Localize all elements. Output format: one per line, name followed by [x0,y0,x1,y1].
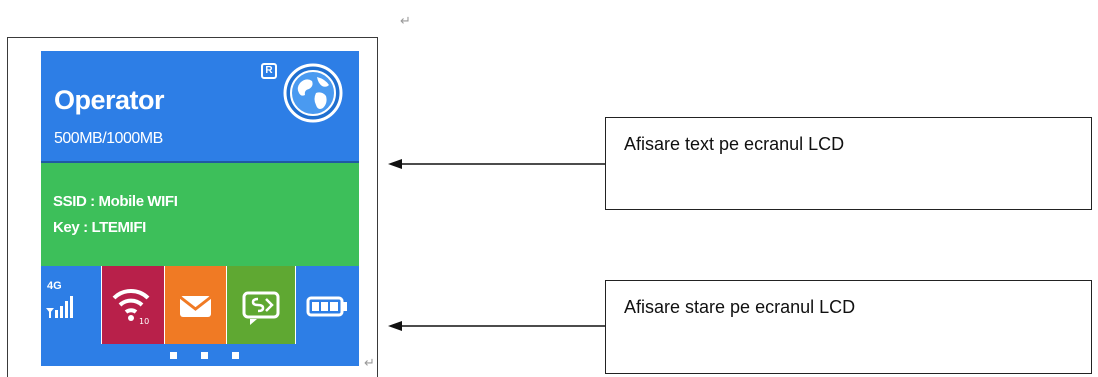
operator-name: Operator [54,85,165,115]
paragraph-mark: ↵ [400,14,411,29]
wifi-tile: 10 [102,266,164,344]
arrow-text-display [388,159,606,169]
wifi-icon: 10 [112,288,150,326]
signal-strength-icon [46,296,73,318]
signal-tile: 4G [41,266,101,344]
message-icon [179,295,212,317]
sms-icon [242,291,280,325]
message-tile [165,266,226,344]
page-dot [201,352,208,359]
svg-text:10: 10 [139,317,149,326]
page-dot [232,352,239,359]
battery-icon [306,296,347,317]
sms-tile [227,266,295,344]
text-display-label: Afisare text pe ecranul LCD [605,117,1092,210]
globe-icon [283,63,343,123]
status-bar: 4G 10 [41,266,359,344]
battery-tile [296,266,359,344]
text-zone-middle [41,163,359,266]
page-indicator [41,344,359,366]
network-type: 4G [47,280,62,292]
data-usage: 500MB/1000MB [54,130,163,147]
status-display-label: Afisare stare pe ecranul LCD [605,280,1092,374]
page-dot [170,352,177,359]
roaming-badge: R [261,63,277,79]
ssid-text: SSID : Mobile WIFI [53,193,178,210]
lcd-screen: Operator 500MB/1000MB R SSID : Mobile WI… [41,51,359,366]
key-text: Key : LTEMIFI [53,219,146,236]
arrow-status-display [388,321,606,331]
paragraph-mark: ↵ [364,356,375,371]
diagram-frame [7,37,378,377]
